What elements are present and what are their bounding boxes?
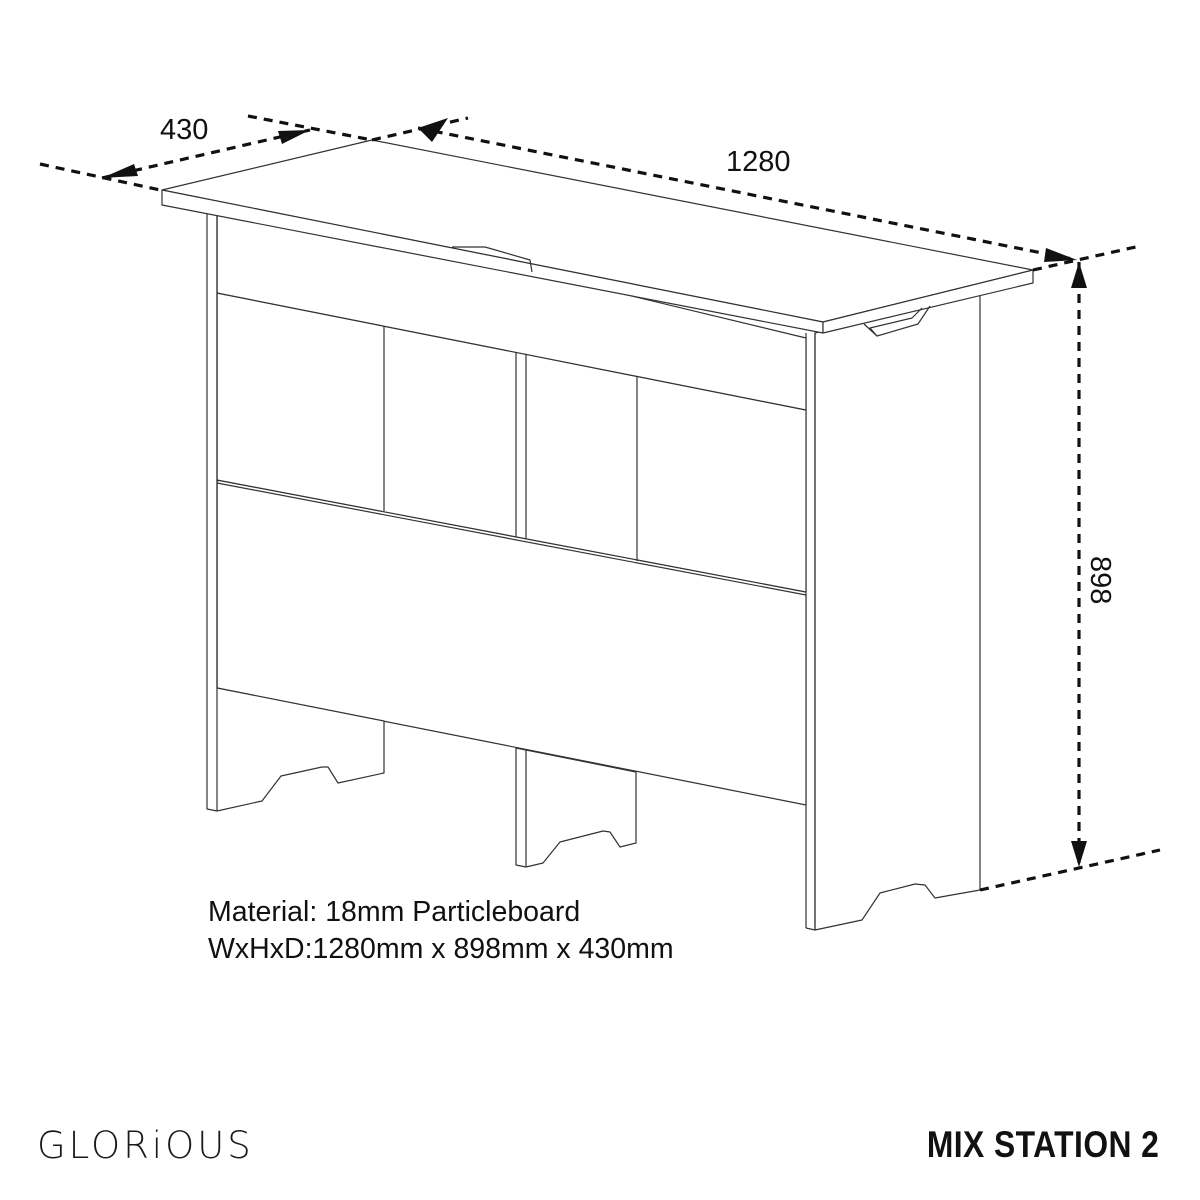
middle-leg bbox=[515, 747, 637, 868]
width-label: 1280 bbox=[726, 146, 791, 178]
height-dimension bbox=[979, 262, 1161, 892]
right-side-panel bbox=[805, 291, 981, 931]
arrow-up-icon bbox=[1071, 262, 1087, 288]
depth-dimension bbox=[39, 114, 373, 192]
arrow-down-icon bbox=[1071, 841, 1087, 867]
depth-label: 430 bbox=[160, 114, 209, 146]
width-dimension bbox=[371, 116, 1141, 272]
arrow-right-icon bbox=[278, 130, 310, 144]
brand-logo: GLORiOUS bbox=[37, 1124, 254, 1167]
arrow-left-icon bbox=[102, 164, 138, 178]
dimensions-spec: WxHxD:1280mm x 898mm x 430mm bbox=[208, 933, 674, 965]
material-spec: Material: 18mm Particleboard bbox=[208, 896, 581, 928]
product-name: MIX STATION 2 bbox=[926, 1124, 1159, 1165]
left-leg bbox=[206, 209, 385, 812]
height-label: 898 bbox=[1084, 556, 1116, 605]
arrow-left-icon bbox=[418, 118, 448, 142]
arrow-right-icon bbox=[1044, 248, 1077, 262]
desktop-top bbox=[161, 139, 1034, 337]
